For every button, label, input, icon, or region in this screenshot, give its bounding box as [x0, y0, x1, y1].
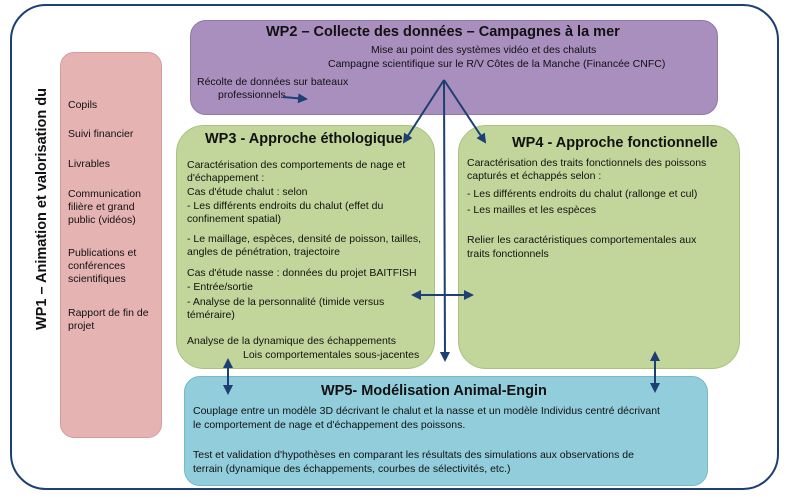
wp1-item-communication-3: public (vidéos) — [68, 214, 136, 226]
wp1-item-rapport-1: Rapport de fin de — [68, 307, 149, 319]
wp2-line-2: Campagne scientifique sur le R/V Côtes d… — [328, 58, 666, 70]
wp2-title: WP2 – Collecte des données – Campagnes à… — [266, 24, 620, 40]
wp1-title: WP1 – Animation et valorisation du — [34, 88, 50, 330]
wp1-item-publications-1: Publications et — [68, 247, 137, 259]
wp2-line-1: Mise au point des systèmes vidéo et des … — [371, 44, 597, 56]
wp5-line-1: Couplage entre un modèle 3D décrivant le… — [193, 405, 660, 417]
wp1-item-publications-3: scientifiques — [68, 273, 126, 285]
wp4-title: WP4 - Approche fonctionnelle — [512, 135, 718, 151]
wp4-line-1: Caractérisation des traits fonctionnels … — [467, 157, 707, 169]
wp3-line-12: Analyse de la dynamique des échappements — [187, 335, 396, 347]
wp3-line-10: - Analyse de la personnalité (timide ver… — [187, 296, 385, 308]
wp5-line-4: terrain (dynamique des échappements, cou… — [193, 463, 511, 475]
wp4-line-3: - Les différents endroits du chalut (ral… — [467, 188, 698, 200]
wp1-item-communication-1: Communication — [68, 188, 141, 200]
wp5-line-3: Test et validation d'hypothèses en compa… — [193, 449, 634, 461]
wp3-line-7: angles de pénétration, trajectoire — [187, 246, 340, 258]
wp4-box — [458, 125, 740, 369]
wp3-line-9: - Entrée/sortie — [187, 281, 253, 293]
wp1-item-livrables: Livrables — [68, 158, 111, 170]
wp5-line-2: le comportement de nage et d'échappement… — [193, 419, 466, 431]
wp5-box — [184, 376, 708, 486]
wp1-item-communication-2: filière et grand — [68, 201, 135, 213]
wp1-box — [60, 52, 162, 438]
wp3-line-11: téméraire) — [187, 309, 235, 321]
wp3-title: WP3 - Approche éthologique — [205, 131, 403, 147]
wp1-item-rapport-2: projet — [68, 320, 95, 332]
wp1-item-copils: Copils — [68, 99, 98, 111]
wp4-line-4: - Les mailles et les espèces — [467, 204, 596, 216]
wp4-line-6: traits fonctionnels — [467, 248, 549, 260]
wp2-line-4: professionnels — [218, 89, 286, 101]
wp4-line-5: Relier les caractéristiques comportement… — [467, 234, 697, 246]
wp3-line-1: Caractérisation des comportements de nag… — [187, 159, 406, 171]
wp3-box — [176, 125, 435, 369]
wp5-title: WP5- Modélisation Animal-Engin — [321, 383, 547, 399]
wp3-line-3: Cas d'étude chalut : selon — [187, 186, 308, 198]
wp4-line-2: capturés et échappés selon : — [467, 170, 602, 182]
wp1-item-suivi: Suivi financier — [68, 128, 134, 140]
wp2-line-3: Récolte de données sur bateaux — [197, 76, 349, 88]
wp3-line-5: confinement spatial) — [187, 213, 281, 225]
wp3-line-6: - Le maillage, espèces, densité de poiss… — [187, 233, 422, 245]
wp3-line-8: Cas d'étude nasse : données du projet BA… — [187, 267, 417, 279]
wp3-line-13: Lois comportementales sous-jacentes — [243, 349, 420, 361]
outer-frame — [10, 4, 779, 490]
wp3-line-4: - Les différents endroits du chalut (eff… — [187, 200, 384, 212]
wp1-item-publications-2: conférences — [68, 260, 126, 272]
wp3-line-2: d'échappement : — [187, 172, 265, 184]
